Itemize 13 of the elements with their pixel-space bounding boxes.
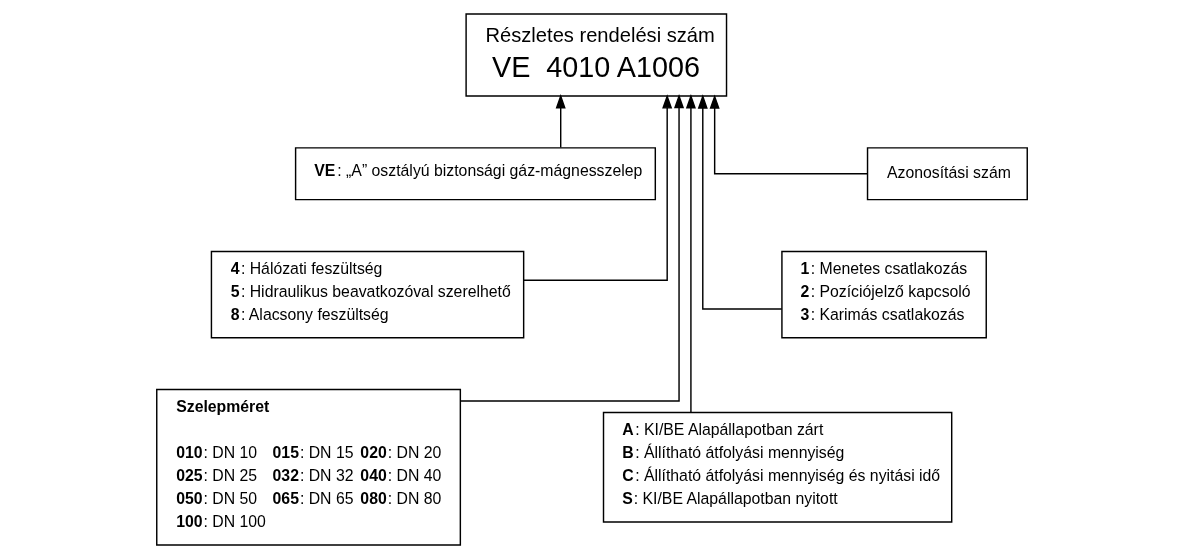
arrow [685, 94, 696, 414]
node-box: 4: Hálózati feszültség 5: Hidraulikus beavatkozóval szerelhető 8: Alacsony feszültség [210, 250, 524, 339]
arrow [522, 94, 672, 281]
node-box: Szelepméret 010: DN 10 015: DN 15 020: DN 20 025: DN 25 032: DN 32 040: DN 40 050: DN 50 065: DN 65 080: DN 80 100: DN 100 [155, 388, 461, 546]
arrow [555, 94, 566, 149]
node-box: Azonosítási szám [866, 147, 1028, 201]
node-box: A: KI/BE Alapállapotban zárt B: Állítható átfolyási mennyiség C: Állítható átfolyási mennyiség és nyitási idő S: KI/BE Alapállapotban nyitott [602, 411, 952, 523]
arrow [459, 93, 684, 402]
node-box: Részletes rendelési szám VE 4010 A1006 [464, 13, 727, 97]
node-box: 1: Menetes csatlakozás 2: Pozíciójelző kapcsoló 3: Karimás csatlakozás [780, 250, 987, 339]
arrow [709, 94, 868, 175]
node-box: VE: „A” osztályú biztonsági gáz-mágnesszelep [294, 147, 656, 201]
arrow [697, 94, 782, 310]
